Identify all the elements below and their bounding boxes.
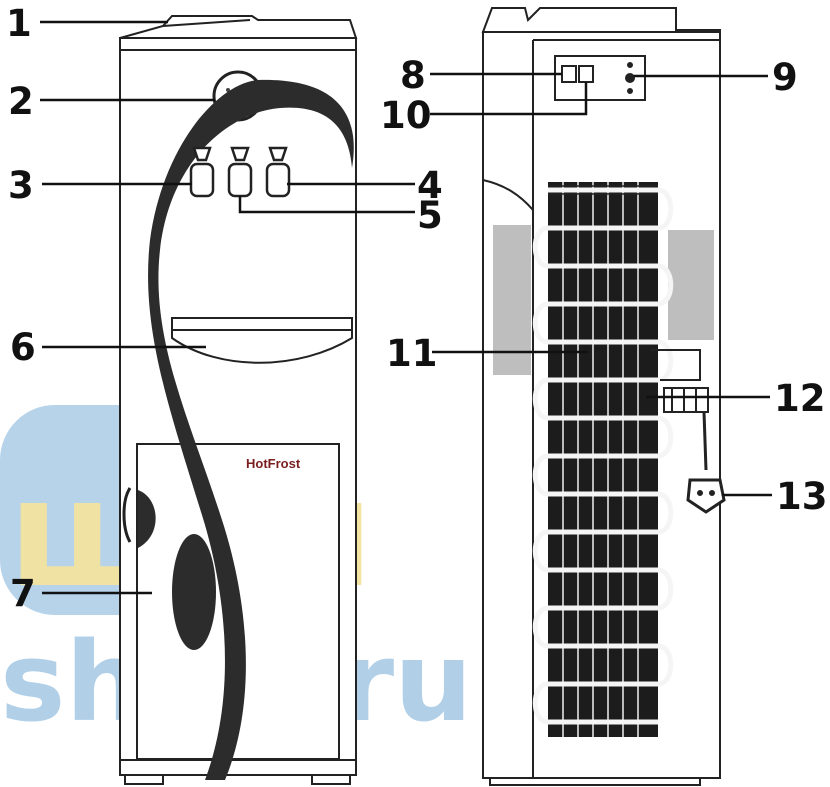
leader-5: [238, 196, 415, 214]
vent-right: [668, 230, 714, 340]
front-top-cap: [119, 15, 358, 39]
cord-wire: [702, 411, 708, 471]
callout-numbers: 1 2 3 4 5 6 7 8 9 10 11 12 13: [6, 2, 828, 615]
tap-right: [265, 146, 291, 198]
condenser: [532, 182, 674, 737]
swoosh-stripe: [148, 79, 354, 780]
front-foot-right: [311, 774, 351, 785]
leader-lines: [40, 20, 772, 595]
callout-8: 8: [400, 54, 426, 97]
brand-logo: HotFrost: [246, 456, 301, 471]
callout-6: 6: [10, 326, 36, 369]
door-hinge: [122, 487, 132, 543]
panel-knob: [625, 73, 635, 83]
panel-dot-2: [627, 88, 633, 94]
door-handle: [138, 490, 156, 548]
callout-3: 3: [8, 164, 34, 207]
callout-10: 10: [380, 94, 432, 137]
callout-13: 13: [776, 475, 828, 518]
condenser-tubes: [532, 187, 674, 725]
back-base: [489, 777, 701, 786]
callout-5: 5: [417, 194, 443, 237]
vent-left: [493, 225, 531, 375]
leader-10: [430, 82, 588, 116]
taps: [189, 146, 291, 198]
power-cord: [650, 349, 726, 514]
callout-12: 12: [774, 377, 826, 420]
plug-icon: [686, 478, 726, 514]
vent-grilles: [493, 225, 714, 375]
cord-holder: [663, 387, 709, 413]
callout-4: 4: [417, 164, 443, 207]
tap-left: [189, 146, 215, 198]
indicator-light-1: [226, 88, 230, 92]
back-side-contour: [482, 179, 534, 211]
callout-9: 9: [772, 56, 798, 99]
callout-1: 1: [6, 2, 32, 45]
cord-loop: [650, 349, 701, 381]
callout-7: 7: [10, 572, 36, 615]
front-foot-left: [124, 774, 164, 785]
condenser-tube-outline: [548, 185, 658, 195]
front-swoosh: [138, 79, 354, 780]
callout-11: 11: [386, 332, 438, 375]
callout-2: 2: [8, 80, 34, 123]
swoosh-oval: [172, 534, 216, 650]
front-top-lid-line: [162, 19, 251, 27]
panel-dot-1: [627, 62, 633, 68]
